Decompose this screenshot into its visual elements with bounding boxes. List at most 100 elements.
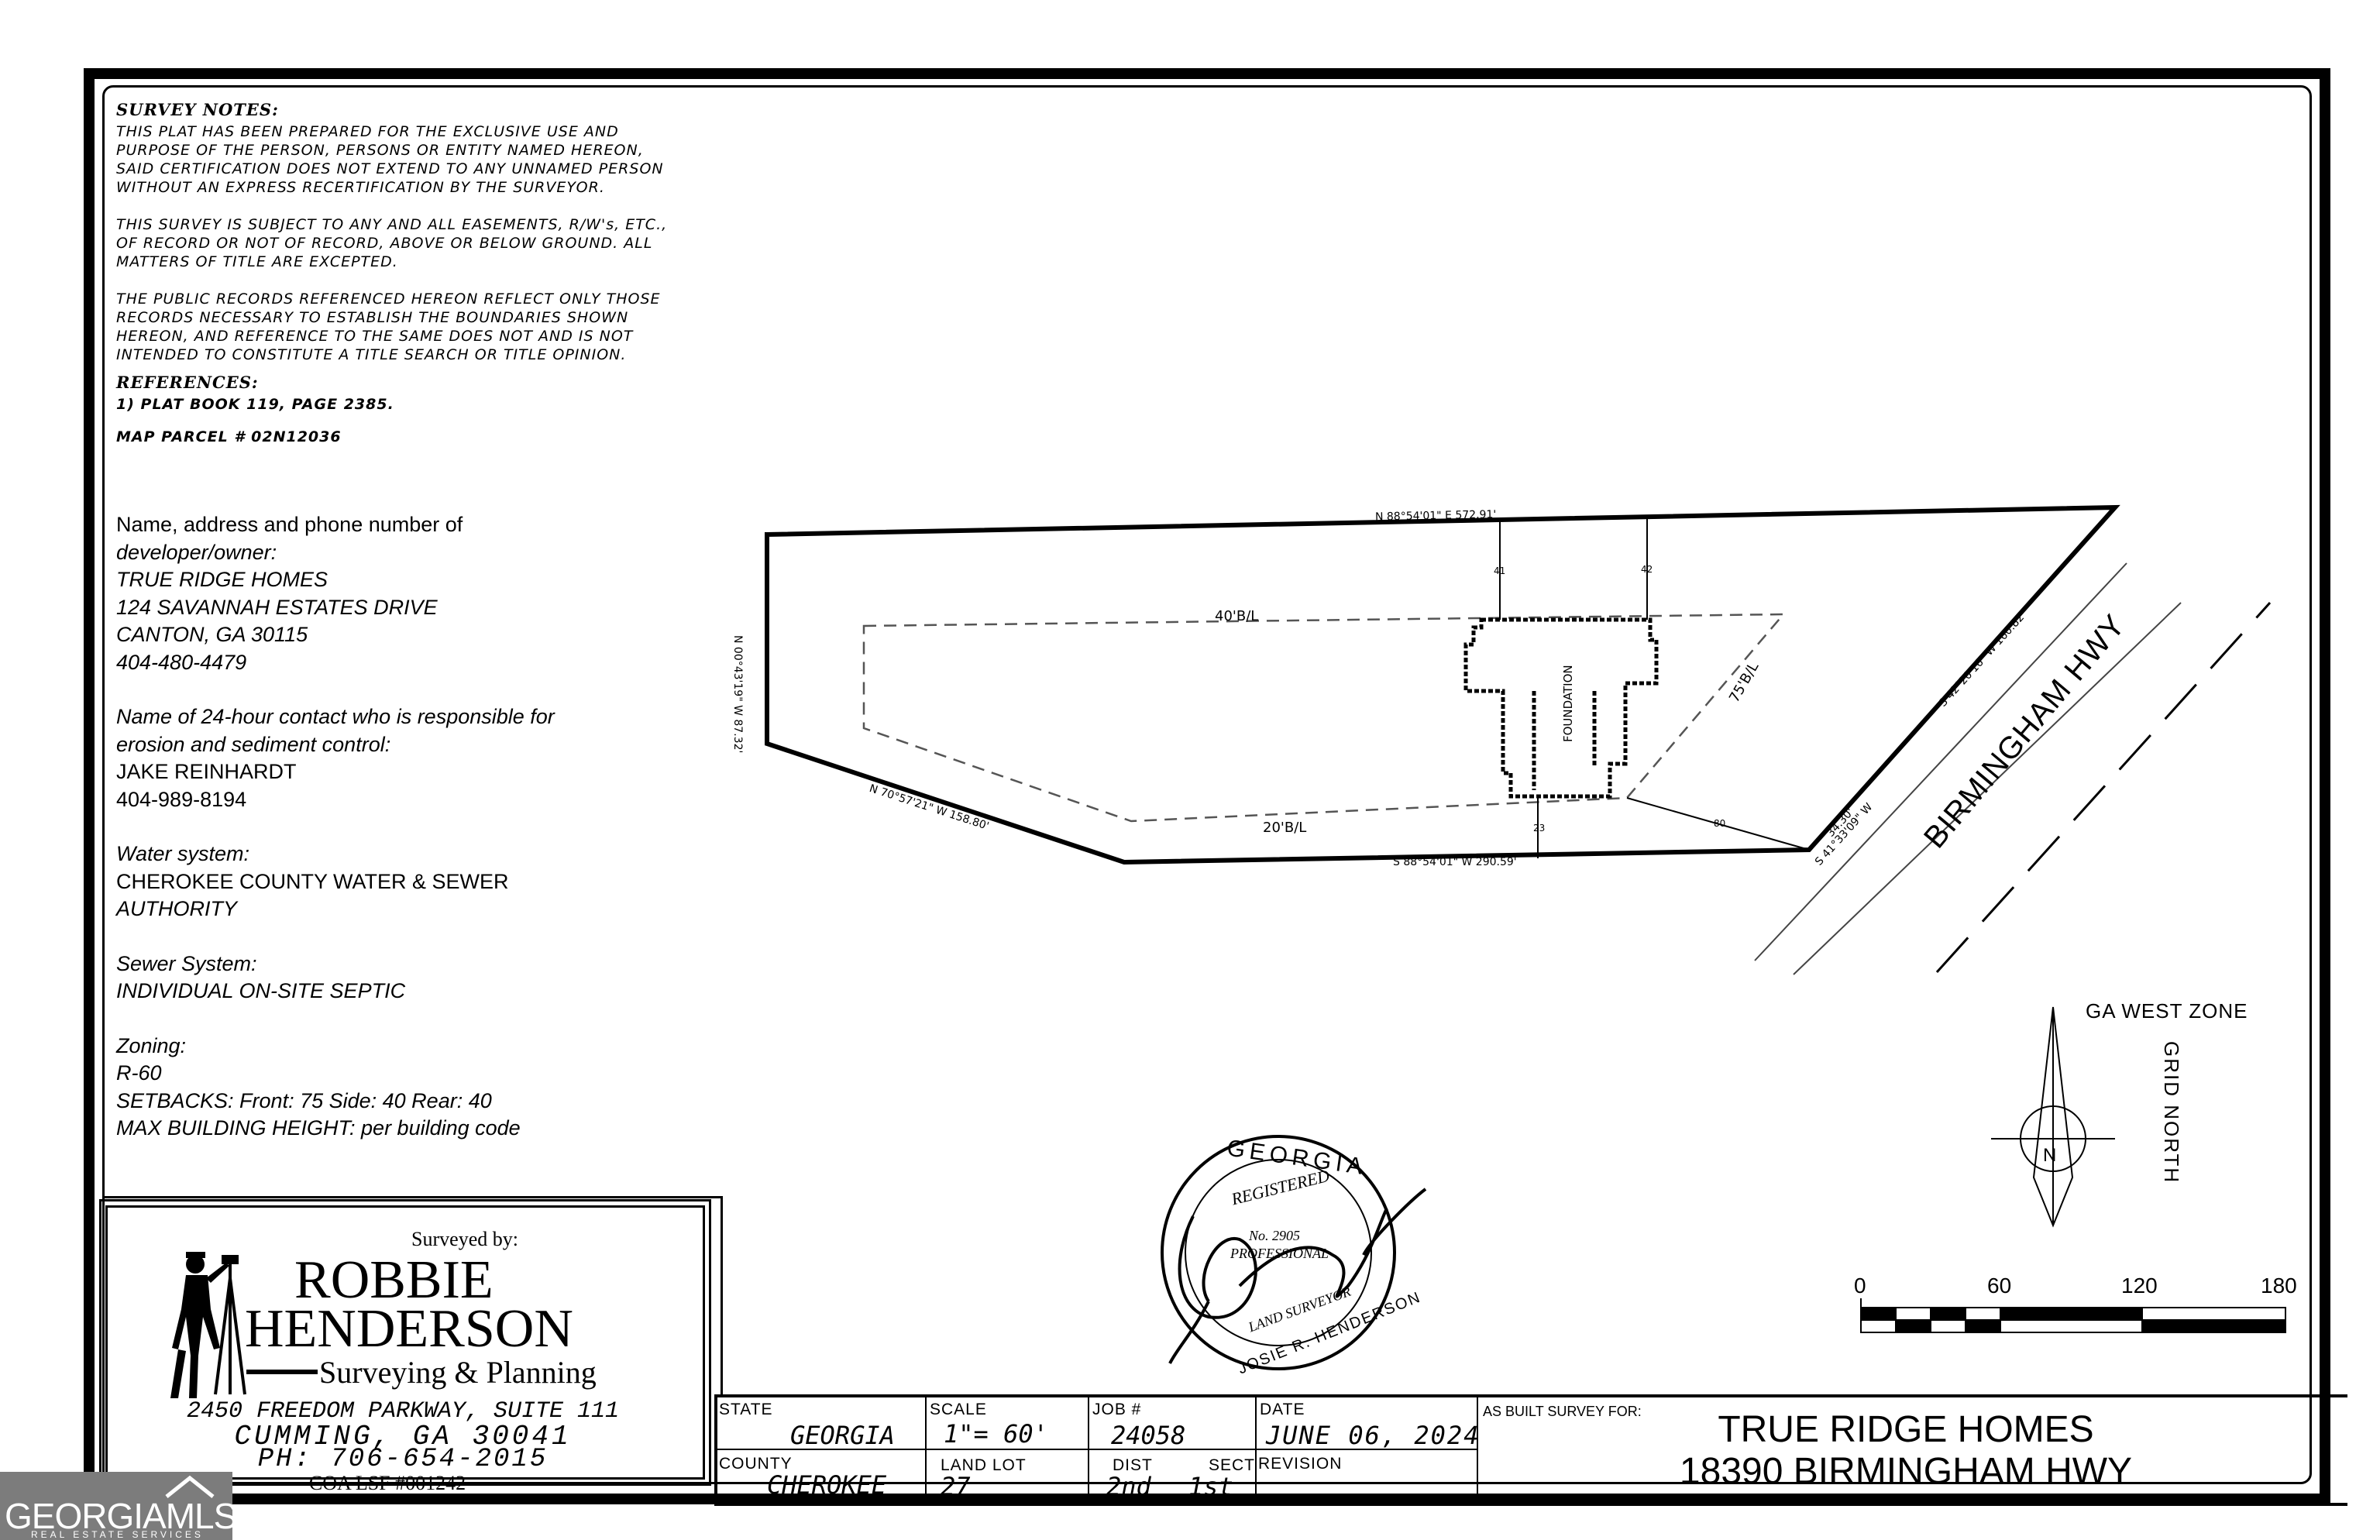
surveyor-box xyxy=(105,1205,705,1480)
zoning-value: R-60 xyxy=(116,1061,162,1085)
surveyor-tagline: Surveying & Planning xyxy=(319,1355,597,1390)
property-address: 18390 BIRMINGHAM HWY xyxy=(1679,1451,2133,1492)
water-value: AUTHORITY xyxy=(116,897,238,920)
house-roof-icon xyxy=(165,1475,215,1498)
note-line: WITHOUT AN EXPRESS RECERTIFICATION BY TH… xyxy=(116,179,605,196)
surveyor-name-2: HENDERSON xyxy=(245,1299,573,1359)
water-value: CHEROKEE COUNTY WATER & SEWER xyxy=(116,869,509,893)
note-paragraph: THIS PLAT HAS BEEN PREPARED FOR THE EXCL… xyxy=(116,122,744,197)
contact-label: erosion and sediment control: xyxy=(116,732,391,756)
ga-west-zone-label: GA WEST ZONE xyxy=(2086,999,2248,1023)
title-block-divider xyxy=(714,1449,1477,1450)
title-block-divider xyxy=(1477,1394,1478,1506)
note-line: INTENDED TO CONSTITUTE A TITLE SEARCH OR… xyxy=(116,346,627,363)
contact-phone: 404-989-8194 xyxy=(116,787,247,811)
note-line: RECORDS NECESSARY TO ESTABLISH THE BOUND… xyxy=(116,309,629,326)
sewer-label: Sewer System: xyxy=(116,951,257,975)
scale-label: 0 xyxy=(1854,1274,1866,1298)
note-line: OF RECORD OR NOT OF RECORD, ABOVE OR BEL… xyxy=(116,235,653,252)
contact-block: Name of 24-hour contact who is responsib… xyxy=(116,703,751,813)
surveyor-phone: PH: 706-654-2015 xyxy=(257,1445,549,1474)
developer-phone: 404-480-4479 xyxy=(116,650,247,674)
surveyor-silhouette-icon xyxy=(170,1252,246,1398)
survey-notes: SURVEY NOTES: THIS PLAT HAS BEEN PREPARE… xyxy=(116,101,744,460)
watermark-brand: GEORGIAMLS xyxy=(5,1496,237,1536)
water-block: Water system: CHEROKEE COUNTY WATER & SE… xyxy=(116,840,751,923)
title-block-divider xyxy=(925,1394,927,1506)
reference-plat-book: 1) PLAT BOOK 119, PAGE 2385. xyxy=(116,396,394,413)
surveyor-seal xyxy=(1161,1135,1427,1370)
foundation-outline xyxy=(1463,617,1659,799)
south-line-label: S 88°54'01" W 290.59' xyxy=(1393,856,1517,868)
surveyor-name-1: ROBBIE xyxy=(294,1250,494,1310)
date-value: JUNE 06, 2024 xyxy=(1266,1421,1481,1450)
surveyor-address: 2450 FREEDOM PARKWAY, SUITE 111 xyxy=(186,1398,620,1425)
note-line: PURPOSE OF THE PERSON, PERSONS OR ENTITY… xyxy=(116,142,644,159)
west-line-label: N 00°43'19" W 87.32' xyxy=(731,635,744,754)
max-height-value: MAX BUILDING HEIGHT: per building code xyxy=(116,1116,521,1140)
surveyed-by-label: Surveyed by: xyxy=(411,1228,518,1250)
road-edge-line xyxy=(1793,602,2182,975)
dimension-label: 42 xyxy=(1641,564,1653,575)
survey-notes-heading: SURVEY NOTES: xyxy=(116,100,279,119)
developer-label: Name, address and phone number of xyxy=(116,513,463,536)
land-lot-label: LAND LOT xyxy=(941,1456,1027,1474)
north-line-label: N 88°54'01" E 572.91' xyxy=(1374,508,1497,524)
scale-field-label: SCALE xyxy=(930,1401,987,1418)
georgia-mls-watermark: GEORGIAMLS REAL ESTATE SERVICES xyxy=(0,1472,237,1540)
north-arrow-icon xyxy=(1991,1006,2115,1228)
county-value: CHEROKEE xyxy=(767,1470,887,1500)
title-block-divider xyxy=(1255,1394,1257,1506)
setbacks-value: SETBACKS: Front: 75 Side: 40 Rear: 40 xyxy=(116,1088,492,1112)
seal-number: No. 2905 xyxy=(1249,1228,1301,1243)
seal-professional: PROFESSIONAL xyxy=(1230,1246,1329,1261)
outer-border xyxy=(84,68,2330,1504)
info-divider xyxy=(721,1196,723,1397)
scale-label: 60 xyxy=(1987,1274,2012,1298)
scale-label: 120 xyxy=(2121,1274,2158,1298)
note-line: MATTERS OF TITLE ARE EXCEPTED. xyxy=(116,253,398,270)
note-paragraph: THE PUBLIC RECORDS REFERENCED HEREON REF… xyxy=(116,290,744,364)
scale-bar xyxy=(1860,1298,2286,1333)
job-value: 24058 xyxy=(1111,1421,1186,1450)
building-setback-line xyxy=(862,613,1786,823)
dimension-label: 41 xyxy=(1494,565,1506,576)
section-value: 1st xyxy=(1188,1472,1233,1501)
note-line: THIS SURVEY IS SUBJECT TO ANY AND ALL EA… xyxy=(116,216,668,233)
watermark-sub: REAL ESTATE SERVICES xyxy=(31,1529,204,1540)
as-built-label: AS BUILT SURVEY FOR: xyxy=(1483,1404,1642,1419)
job-label: JOB # xyxy=(1092,1401,1142,1418)
sewer-block: Sewer System: INDIVIDUAL ON-SITE SEPTIC xyxy=(116,950,751,1005)
references-heading: REFERENCES: xyxy=(116,373,259,392)
dimension-line xyxy=(1626,797,1810,851)
developer-city: CANTON, GA 30115 xyxy=(116,623,308,646)
surveyor-coa: COA LSF #001242 xyxy=(308,1472,466,1494)
water-label: Water system: xyxy=(116,842,250,865)
road-edge-line xyxy=(1754,562,2127,961)
developer-block: Name, address and phone number of develo… xyxy=(116,511,751,676)
north-letter: N xyxy=(2043,1145,2057,1166)
reference-map-parcel: MAP PARCEL # 02N12036 xyxy=(116,428,342,445)
zoning-label: Zoning: xyxy=(116,1033,187,1057)
section-label: SECT xyxy=(1209,1456,1256,1474)
developer-address: 124 SAVANNAH ESTATES DRIVE xyxy=(116,595,438,619)
surveyor-city: CUMMING, GA 30041 xyxy=(234,1421,572,1452)
zoning-block: Zoning: R-60 SETBACKS: Front: 75 Side: 4… xyxy=(116,1033,751,1143)
property-boundary xyxy=(765,504,2120,865)
note-line: SAID CERTIFICATION DOES NOT EXTEND TO AN… xyxy=(116,160,664,177)
rear-setback-label: 40'B/L xyxy=(1215,608,1259,624)
land-lot-value: 27 xyxy=(941,1472,971,1501)
note-line: HEREON, AND REFERENCE TO THE SAME DOES N… xyxy=(116,328,634,345)
title-block-divider xyxy=(1088,1394,1089,1506)
developer-name: TRUE RIDGE HOMES xyxy=(116,568,328,591)
developer-label: developer/owner: xyxy=(116,540,277,564)
state-label: STATE xyxy=(719,1401,773,1418)
sewer-value: INDIVIDUAL ON-SITE SEPTIC xyxy=(116,979,406,1002)
revision-label: REVISION xyxy=(1258,1455,1343,1473)
district-value: 2nd xyxy=(1106,1472,1151,1501)
scale-label: 180 xyxy=(2261,1274,2297,1298)
contact-name: JAKE REINHARDT xyxy=(116,760,297,783)
grid-north-label: GRID NORTH xyxy=(2160,1041,2183,1184)
surveyor-rule xyxy=(246,1370,318,1374)
